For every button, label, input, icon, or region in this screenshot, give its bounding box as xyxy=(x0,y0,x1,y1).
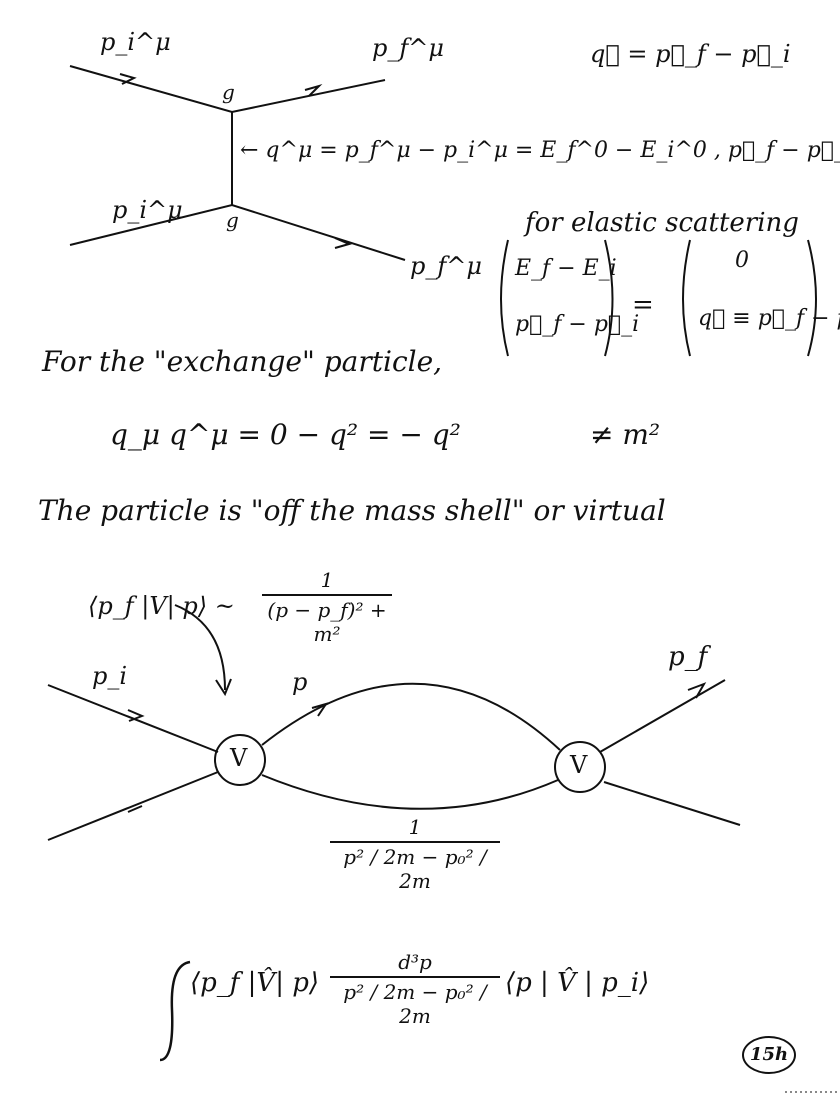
vertex-right-label: V xyxy=(570,751,588,779)
den-minus: − xyxy=(421,845,439,869)
loop-fraction-denominator: p² / 2m − p₀² / 2m xyxy=(330,845,500,893)
curved-arrow xyxy=(174,604,226,691)
invariant-mass-line: q_μ q^μ = 0 − q² = − q² xyxy=(110,418,461,451)
loop-fraction: 1 p² / 2m − p₀² / 2m xyxy=(330,815,500,893)
den-term-a: p² / 2m xyxy=(343,845,416,869)
integral-denominator: p² / 2m − p₀² / 2m xyxy=(330,980,500,1028)
elastic-scattering-heading: for elastic scattering xyxy=(525,208,799,238)
propagator-denominator: (p − p_f)² + m² xyxy=(267,598,387,646)
den-term-b: p₀² / 2m xyxy=(399,980,487,1028)
propagator-fraction: 1 (p − p_f)² + m² xyxy=(262,568,392,646)
integral-right-bracket: ⟨p | V̂ | p_i⟩ xyxy=(505,968,650,998)
matrix-element: ⟨p_f |V| p⟩ ~ xyxy=(88,592,235,620)
label-p-i-in: p_i^μ xyxy=(100,28,171,56)
loop-lower xyxy=(261,774,559,810)
label-p-f: p_f xyxy=(668,642,708,672)
arrow-icon xyxy=(334,237,352,249)
virtual-particle-line: The particle is "off the mass shell" or … xyxy=(38,494,666,527)
matrix-equals: = xyxy=(632,290,654,320)
vertex-right xyxy=(554,741,606,793)
exchange-momentum-equation: ← q^μ = p_f^μ − p_i^μ = E_f^0 − E_i^0 , … xyxy=(240,138,840,163)
page-number: 15h xyxy=(742,1036,796,1074)
matrix-left-top: E_f − E_i xyxy=(515,256,617,281)
label-p-i: p_i xyxy=(92,662,128,690)
vertex-left xyxy=(214,734,266,786)
propagator-numerator: 1 xyxy=(320,568,334,592)
den-term-a: p² / 2m xyxy=(343,980,416,1004)
bottom-line xyxy=(69,203,406,261)
den-term-b: p₀² / 2m xyxy=(399,845,487,893)
integral-left-bracket: ⟨p_f |V̂| p⟩ xyxy=(190,968,320,998)
integral-numerator: d³p xyxy=(398,950,432,974)
exchange-particle-line: For the "exchange" particle, xyxy=(42,345,443,378)
matrix-right-bottom: q⃗ ≡ p⃗_f − p⃗_i xyxy=(698,306,840,331)
loop-fraction-numerator: 1 xyxy=(408,815,422,839)
vertex-left-label: V xyxy=(230,744,248,772)
arrow-icon xyxy=(304,83,323,97)
arrow-icon xyxy=(119,73,137,85)
matrix-right-top: 0 xyxy=(735,248,749,273)
label-p-i-lower: p_i^μ xyxy=(112,196,183,224)
not-mass-squared: ≠ m² xyxy=(590,418,661,451)
vertex-coupling-top: g xyxy=(222,80,235,104)
label-p: p xyxy=(292,668,308,696)
label-p-f-lower: p_f^μ xyxy=(410,252,482,280)
q-definition: q⃗ = p⃗_f − p⃗_i xyxy=(590,40,791,68)
label-p-f-out: p_f^μ xyxy=(372,34,444,62)
vertex-coupling-bottom: g xyxy=(226,208,239,232)
integral-fraction: d³p p² / 2m − p₀² / 2m xyxy=(330,950,500,1028)
loop-upper xyxy=(261,682,561,751)
den-minus: − xyxy=(421,980,439,1004)
matrix-left-bottom: p⃗_f − p⃗_i xyxy=(515,312,640,337)
